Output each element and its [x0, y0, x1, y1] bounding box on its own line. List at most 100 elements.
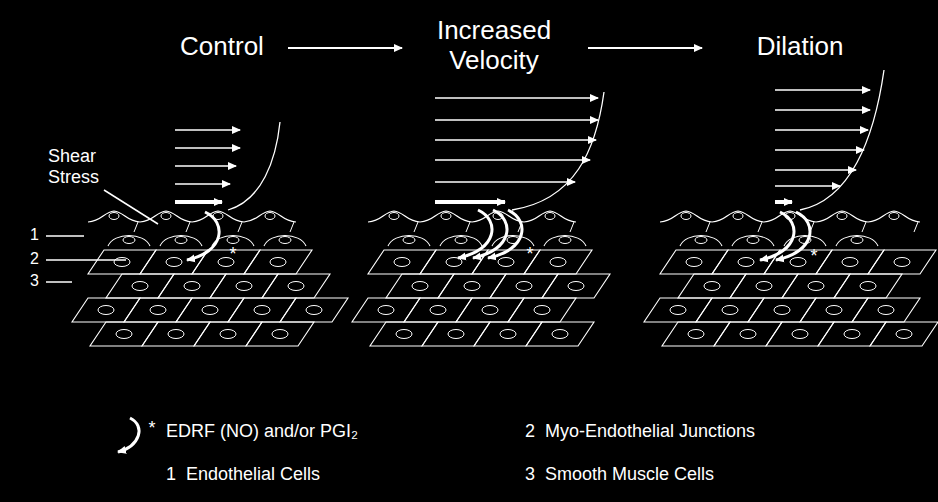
smooth-muscle-cell: [456, 298, 524, 322]
velocity-arrow: [775, 109, 870, 111]
smooth-muscle-cell: [352, 298, 420, 322]
cell-junction: [238, 222, 242, 232]
cell-nucleus: [272, 330, 288, 339]
smooth-muscle-cell: [644, 298, 712, 322]
cell-nucleus: [860, 282, 876, 291]
velocity-arrow: [175, 183, 230, 185]
cell-junction: [758, 222, 762, 232]
velocity-arrow: [775, 169, 856, 171]
velocity-arrow: [175, 165, 236, 167]
edrf-release-arrow: [458, 210, 492, 258]
smooth-muscle-cell: [72, 298, 140, 322]
cell-nucleus: [448, 330, 464, 339]
smooth-muscle-cell: [714, 322, 782, 346]
endothelial-cell: [524, 211, 576, 222]
cell-nucleus: [389, 213, 399, 220]
callout-number: 1: [166, 464, 176, 485]
endothelial-cell: [816, 211, 868, 222]
callout-number: *: [810, 246, 817, 267]
cell-nucleus: [394, 258, 410, 267]
smooth-muscle-cell: [124, 298, 192, 322]
cell-nucleus: [826, 306, 842, 315]
smooth-muscle-cell: [88, 250, 156, 274]
velocity-arrow: [435, 119, 598, 121]
smooth-muscle-cell: [106, 274, 174, 298]
legend-arrow-sample: [118, 418, 139, 452]
stage-heading: Increased Velocity: [419, 16, 569, 76]
cell-nucleus: [722, 306, 738, 315]
velocity-arrow: [175, 129, 240, 131]
smooth-muscle-cell: [508, 298, 576, 322]
cell-nucleus: [747, 237, 759, 244]
callout-number: 2: [525, 421, 535, 442]
cell-nucleus: [688, 330, 704, 339]
velocity-arrow: [175, 200, 222, 204]
smooth-muscle-cell: [244, 250, 312, 274]
cell-nucleus: [550, 258, 566, 267]
myo-endothelial-junction: [680, 236, 722, 247]
smooth-muscle-cell: [176, 298, 244, 322]
cell-nucleus: [889, 213, 899, 220]
myo-endothelial-junction: [388, 236, 430, 247]
velocity-arrow: [435, 200, 505, 204]
smooth-muscle-cell: [818, 322, 886, 346]
cell-nucleus: [109, 213, 119, 220]
endothelial-cell: [244, 211, 296, 222]
cell-nucleus: [403, 237, 415, 244]
cell-nucleus: [270, 258, 286, 267]
cell-nucleus: [168, 330, 184, 339]
cell-nucleus: [740, 330, 756, 339]
cell-nucleus: [114, 258, 130, 267]
endothelial-cell: [88, 211, 140, 222]
endothelial-cell: [420, 211, 472, 222]
cell-nucleus: [681, 213, 691, 220]
cell-nucleus: [254, 306, 270, 315]
cell-nucleus: [378, 306, 394, 315]
cell-nucleus: [236, 282, 252, 291]
cell-nucleus: [878, 306, 894, 315]
cell-junction: [862, 222, 866, 232]
edrf-release-arrow: [776, 212, 810, 260]
smooth-muscle-cell: [140, 250, 208, 274]
cell-nucleus: [837, 213, 847, 220]
velocity-arrow: [775, 200, 792, 204]
smooth-muscle-cell: [474, 322, 542, 346]
leader-line: [46, 235, 84, 237]
callout-number: 2: [30, 250, 39, 268]
cell-nucleus: [559, 237, 571, 244]
cell-nucleus: [500, 330, 516, 339]
cell-nucleus: [396, 330, 412, 339]
cell-nucleus: [441, 213, 451, 220]
cell-nucleus: [842, 258, 858, 267]
cell-nucleus: [430, 306, 446, 315]
cell-nucleus: [790, 258, 806, 267]
cell-nucleus: [412, 282, 428, 291]
label-text: Smooth Muscle Cells: [545, 464, 714, 485]
edrf-release-arrow: [187, 212, 219, 260]
cell-junction: [290, 222, 294, 232]
smooth-muscle-cell: [194, 322, 262, 346]
smooth-muscle-cell: [526, 322, 594, 346]
cell-nucleus: [534, 306, 550, 315]
cell-nucleus: [464, 282, 480, 291]
cell-junction: [914, 222, 918, 232]
smooth-muscle-cell: [712, 250, 780, 274]
smooth-muscle-cell: [438, 274, 506, 298]
label-text: Endothelial Cells: [186, 464, 320, 485]
smooth-muscle-cell: [852, 298, 920, 322]
stage-heading: Dilation: [757, 32, 844, 62]
smooth-muscle-cell: [280, 298, 348, 322]
velocity-profile: [800, 70, 884, 210]
smooth-muscle-cell: [662, 322, 730, 346]
cell-nucleus: [132, 282, 148, 291]
myo-endothelial-junction: [836, 236, 878, 247]
velocity-arrow: [775, 89, 870, 91]
smooth-muscle-cell: [210, 274, 278, 298]
cell-nucleus: [306, 306, 322, 315]
smooth-muscle-cell: [262, 274, 330, 298]
cell-nucleus: [704, 282, 720, 291]
velocity-profile: [512, 92, 604, 210]
cell-nucleus: [150, 306, 166, 315]
smooth-muscle-cell: [678, 274, 746, 298]
smooth-muscle-cell: [158, 274, 226, 298]
